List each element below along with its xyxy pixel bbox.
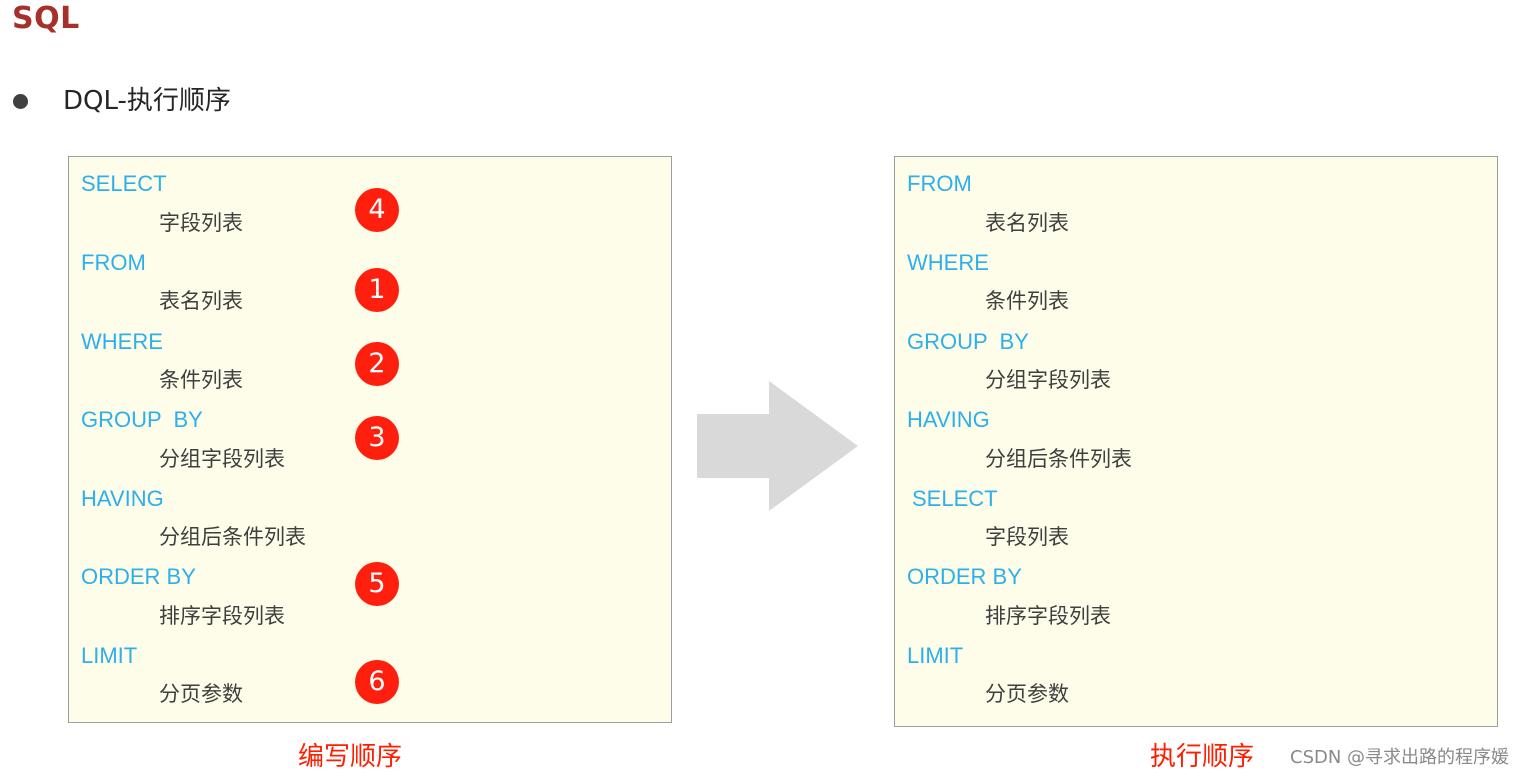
section-heading: DQL-执行顺序 xyxy=(63,86,231,116)
keyword-group-by: GROUP BY xyxy=(81,407,203,432)
step-badge-limit: 6 xyxy=(355,660,399,704)
argument-table-list: 表名列表 xyxy=(985,211,1069,235)
argument-sort-field-list: 排序字段列表 xyxy=(159,604,285,628)
written-order-caption: 编写顺序 xyxy=(298,742,403,772)
right-arrow-icon xyxy=(697,381,858,511)
execution-order-box: FROM 表名列表 WHERE 条件列表 GROUP BY 分组字段列表 HAV… xyxy=(894,156,1498,727)
keyword-where: WHERE xyxy=(907,250,989,275)
step-badge-select: 4 xyxy=(355,188,399,232)
step-badge-where: 2 xyxy=(355,342,399,386)
keyword-limit: LIMIT xyxy=(907,643,964,668)
argument-having-condition-list: 分组后条件列表 xyxy=(985,447,1132,471)
argument-paging-params: 分页参数 xyxy=(985,682,1069,706)
keyword-group-by: GROUP BY xyxy=(907,329,1029,354)
keyword-select: SELECT xyxy=(912,486,998,511)
bullet-dot xyxy=(13,94,28,109)
keyword-select: SELECT xyxy=(81,171,167,196)
execution-order-caption: 执行顺序 xyxy=(1150,742,1255,772)
keyword-from: FROM xyxy=(81,250,146,275)
step-badge-from: 1 xyxy=(355,268,399,312)
argument-condition-list: 条件列表 xyxy=(159,368,243,392)
watermark: CSDN @寻求出路的程序媛 xyxy=(1290,747,1510,768)
keyword-where: WHERE xyxy=(81,329,163,354)
argument-table-list: 表名列表 xyxy=(159,289,243,313)
argument-having-condition-list: 分组后条件列表 xyxy=(159,525,306,549)
argument-paging-params: 分页参数 xyxy=(159,682,243,706)
keyword-limit: LIMIT xyxy=(81,643,138,668)
keyword-from: FROM xyxy=(907,171,972,196)
page-title: SQL xyxy=(12,1,80,36)
keyword-order-by: ORDER BY xyxy=(907,564,1022,589)
keyword-having: HAVING xyxy=(81,486,164,511)
argument-field-list: 字段列表 xyxy=(159,211,243,235)
step-badge-order-by: 5 xyxy=(355,562,399,606)
argument-condition-list: 条件列表 xyxy=(985,289,1069,313)
argument-group-field-list: 分组字段列表 xyxy=(985,368,1111,392)
step-badge-group-by: 3 xyxy=(355,416,399,460)
argument-field-list: 字段列表 xyxy=(985,525,1069,549)
keyword-having: HAVING xyxy=(907,407,990,432)
argument-sort-field-list: 排序字段列表 xyxy=(985,604,1111,628)
written-order-box: SELECT 字段列表 FROM 表名列表 WHERE 条件列表 GROUP B… xyxy=(68,156,672,723)
keyword-order-by: ORDER BY xyxy=(81,564,196,589)
argument-group-field-list: 分组字段列表 xyxy=(159,447,285,471)
